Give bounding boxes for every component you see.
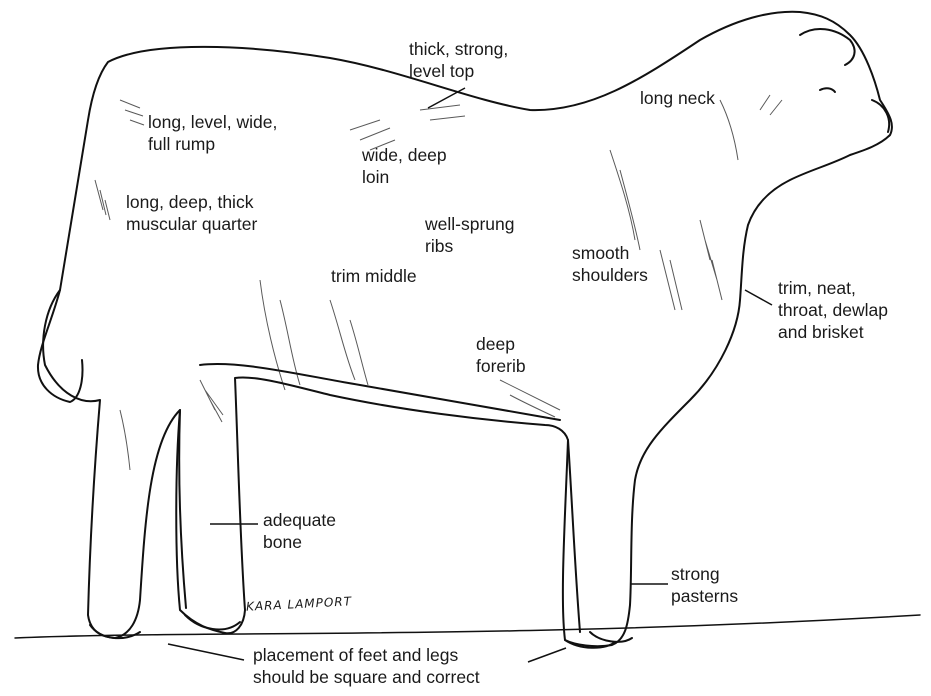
hind-hoof-2 (185, 615, 240, 629)
tail (38, 290, 83, 402)
label-loin: wide, deep loin (362, 144, 447, 188)
label-line: deep (476, 333, 526, 355)
label-line: forerib (476, 355, 526, 377)
leader-feet-left (168, 644, 244, 660)
label-trim-middle: trim middle (331, 265, 417, 287)
hind-leg-inner (179, 410, 186, 608)
label-line: smooth (572, 242, 648, 264)
label-forerib: deep forerib (476, 333, 526, 377)
label-line: long, level, wide, (148, 111, 277, 133)
label-line: thick, strong, (409, 38, 508, 60)
label-quarter: long, deep, thick muscular quarter (126, 191, 257, 235)
label-ribs: well-sprung ribs (425, 213, 514, 257)
label-level-top: thick, strong, level top (409, 38, 508, 82)
label-line: trim middle (331, 265, 417, 287)
label-line: loin (362, 166, 447, 188)
label-line: wide, deep (362, 144, 447, 166)
label-line: ribs (425, 235, 514, 257)
label-rump: long, level, wide, full rump (148, 111, 277, 155)
label-line: should be square and correct (253, 666, 480, 688)
muzzle (872, 100, 889, 132)
label-line: throat, dewlap (778, 299, 888, 321)
label-line: level top (409, 60, 508, 82)
fore-hoof-2 (590, 632, 632, 642)
label-shoulders: smooth shoulders (572, 242, 648, 286)
label-line: strong (671, 563, 738, 585)
label-line: muscular quarter (126, 213, 257, 235)
steer-outline (43, 12, 892, 646)
label-line: bone (263, 531, 336, 553)
eye (820, 88, 835, 92)
leader-throat (745, 290, 772, 305)
label-line: placement of feet and legs (253, 644, 480, 666)
label-line: adequate (263, 509, 336, 531)
label-pasterns: strong pasterns (671, 563, 738, 607)
fore-leg-inner (568, 440, 580, 632)
label-line: long, deep, thick (126, 191, 257, 213)
label-line: and brisket (778, 321, 888, 343)
label-line: shoulders (572, 264, 648, 286)
label-bone: adequate bone (263, 509, 336, 553)
label-long-neck: long neck (640, 87, 715, 109)
label-throat: trim, neat, throat, dewlap and brisket (778, 277, 888, 343)
label-feet-legs: placement of feet and legs should be squ… (253, 644, 480, 688)
label-line: long neck (640, 87, 715, 109)
leader-feet-right (528, 648, 566, 662)
label-line: full rump (148, 133, 277, 155)
ground-line (15, 615, 920, 638)
label-line: pasterns (671, 585, 738, 607)
label-line: well-sprung (425, 213, 514, 235)
ear (800, 29, 855, 65)
label-line: trim, neat, (778, 277, 888, 299)
